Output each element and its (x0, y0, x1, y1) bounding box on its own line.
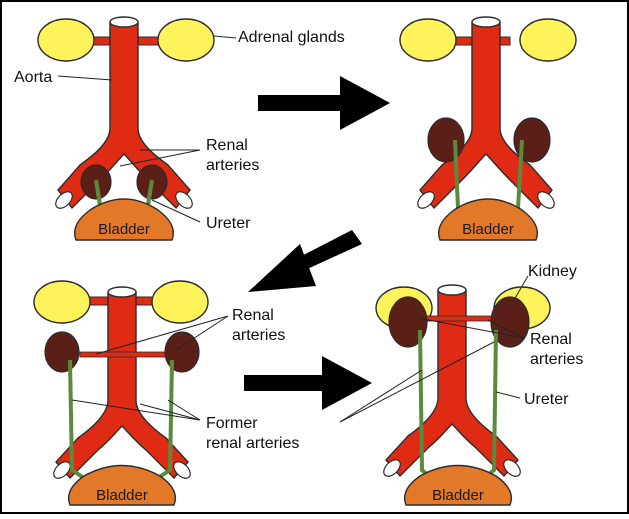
bladder-label: Bladder (462, 221, 514, 238)
adrenal-gland-left (400, 19, 456, 61)
adrenal-gland-right (152, 281, 208, 323)
former-renal-arteries-label-line2: renal arteries (206, 435, 299, 452)
kidney-left (45, 332, 79, 372)
bladder-label: Bladder (432, 487, 484, 504)
former-renal-arteries-label-line1: Former (206, 415, 258, 432)
adrenal-gland-right (158, 19, 214, 61)
adrenal-gland-left (34, 281, 90, 323)
renal-arteries-label-line2: arteries (206, 157, 259, 174)
ureter-label: Ureter (206, 215, 251, 232)
aorta-label: Aorta (14, 69, 52, 86)
renal-arteries-label-line1: Renal (206, 137, 248, 154)
renal-arteries-label-line2: arteries (232, 327, 285, 344)
ureter-label: Ureter (524, 391, 569, 408)
renal-arteries-label-line2: arteries (530, 351, 583, 368)
adrenal-gland-left (38, 19, 94, 61)
renal-arteries-label-line1: Renal (530, 331, 572, 348)
adrenal-glands-label: Adrenal glands (238, 29, 345, 46)
kidney-left (428, 118, 464, 162)
adrenal-gland-right (520, 19, 576, 61)
bladder-label: Bladder (98, 221, 150, 238)
bladder-label: Bladder (96, 487, 148, 504)
renal-arteries-label-line1: Renal (232, 307, 274, 324)
kidney-label: Kidney (528, 263, 577, 280)
